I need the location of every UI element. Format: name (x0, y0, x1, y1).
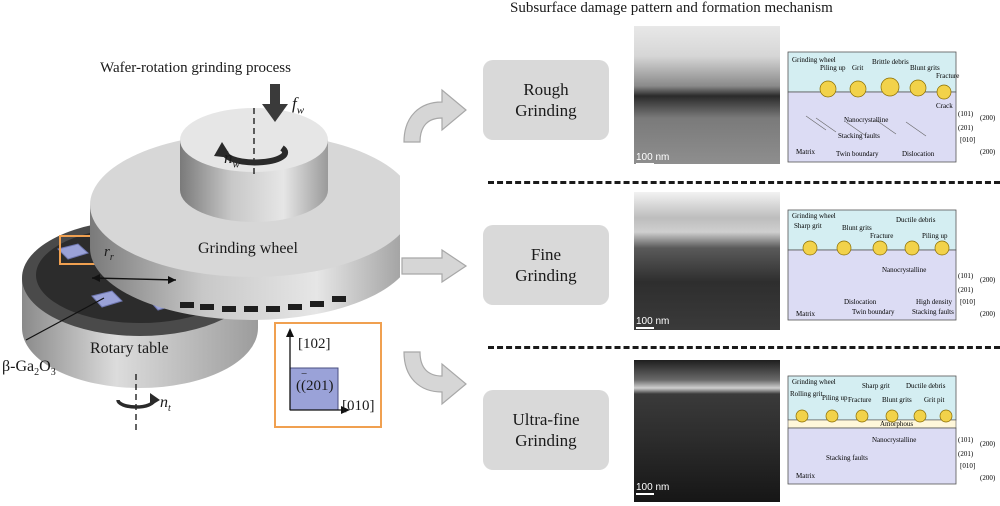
table-speed-label: nt (160, 394, 171, 415)
tem-image-ultrafine (634, 360, 780, 502)
scale-bar-rough: 100 nm (636, 152, 670, 165)
svg-text:(200): (200) (980, 276, 996, 284)
svg-text:(200): (200) (980, 474, 996, 482)
wheel-rotation-arrow (214, 142, 289, 166)
orientation-right-label: [010] (342, 398, 375, 414)
svg-text:Blunt grits: Blunt grits (910, 64, 940, 72)
svg-text:(200): (200) (980, 310, 996, 318)
tem-image-rough (634, 26, 780, 164)
svg-text:Rolling grit: Rolling grit (790, 390, 823, 398)
svg-text:(201): (201) (958, 450, 974, 458)
svg-text:(101): (101) (958, 436, 974, 444)
svg-text:Grinding wheel: Grinding wheel (792, 378, 836, 386)
svg-text:Grit: Grit (852, 64, 863, 72)
wheel-label: Grinding wheel (198, 240, 298, 257)
svg-text:Nanocrystalline: Nanocrystalline (872, 436, 916, 444)
damage-title: Subsurface damage pattern and formation … (510, 0, 833, 16)
table-rotation-arrow (116, 393, 160, 409)
feed-arrow (262, 84, 288, 122)
svg-text:Piling up: Piling up (922, 232, 948, 240)
svg-text:Grinding wheel: Grinding wheel (792, 212, 836, 220)
svg-text:(200): (200) (980, 114, 996, 122)
svg-text:Ductile debris: Ductile debris (906, 382, 946, 390)
svg-text:(101): (101) (958, 110, 974, 118)
svg-text:(201): (201) (958, 124, 974, 132)
svg-text:Matrix: Matrix (796, 472, 816, 480)
arrow-to-ultrafine (403, 351, 467, 406)
orientation-inset: [102] [010] (−(201) (274, 322, 382, 428)
separator-1 (488, 181, 1000, 184)
svg-text:Grit pit: Grit pit (924, 396, 944, 404)
svg-text:Dislocation: Dislocation (844, 298, 877, 306)
grinding-wheel (90, 108, 400, 320)
svg-text:Piling up: Piling up (822, 394, 848, 402)
grinding-setup-illustration (22, 84, 400, 430)
svg-text:Blunt grits: Blunt grits (882, 396, 912, 404)
svg-text:[010]: [010] (960, 136, 975, 144)
material-pointer (25, 297, 105, 341)
scale-bar-ultrafine: 100 nm (636, 482, 670, 495)
arrow-to-fine (401, 248, 468, 284)
schematic-fine: Grinding wheel Sharp grit Blunt grits Du… (787, 209, 996, 321)
svg-text:Amorphous: Amorphous (880, 420, 913, 428)
svg-text:Ductile debris: Ductile debris (896, 216, 936, 224)
svg-text:Brittle debris: Brittle debris (872, 58, 909, 66)
scale-bar-fine: 100 nm (636, 316, 670, 329)
svg-text:Nanocrystalline: Nanocrystalline (882, 266, 926, 274)
svg-text:(200): (200) (980, 148, 996, 156)
wheel-speed-label: nw (224, 148, 240, 171)
radius-arrow (91, 274, 177, 284)
svg-text:Stacking faults: Stacking faults (838, 132, 880, 140)
table-label: Rotary table (90, 340, 169, 357)
svg-text:Blunt grits: Blunt grits (842, 224, 872, 232)
svg-text:Twin boundary: Twin boundary (852, 308, 895, 316)
svg-text:Nanocrystalline: Nanocrystalline (844, 116, 888, 124)
feed-label: fw (292, 94, 305, 117)
schematic-rough: Grinding wheel Piling up Grit Brittle de… (787, 51, 996, 163)
svg-text:(201): (201) (958, 286, 974, 294)
arrow-to-rough (403, 88, 467, 143)
svg-text:Matrix: Matrix (796, 310, 816, 318)
svg-text:Sharp grit: Sharp grit (794, 222, 822, 230)
orientation-up-label: [102] (298, 336, 331, 352)
separator-2 (488, 346, 1000, 349)
svg-text:Crack: Crack (936, 102, 953, 110)
svg-text:High density: High density (916, 298, 952, 306)
svg-text:(101): (101) (958, 272, 974, 280)
tem-image-fine (634, 192, 780, 330)
crystal-face-square (289, 367, 339, 411)
material-label: β-Ga2O3 (2, 358, 56, 379)
svg-text:Twin boundary: Twin boundary (836, 150, 879, 158)
svg-text:Grinding wheel: Grinding wheel (792, 56, 836, 64)
svg-text:Matrix: Matrix (796, 148, 816, 156)
orientation-face-label: (−(201) (296, 368, 334, 394)
svg-text:Fracture: Fracture (870, 232, 893, 240)
process-title: Wafer-rotation grinding process (100, 60, 291, 76)
svg-text:(200): (200) (980, 440, 996, 448)
schematic-ultrafine: Grinding wheel Rolling grit Piling up Sh… (787, 375, 996, 485)
svg-text:Sharp grit: Sharp grit (862, 382, 890, 390)
radius-label: rr (104, 244, 114, 263)
svg-text:Piling up: Piling up (820, 64, 846, 72)
svg-text:[010]: [010] (960, 462, 975, 470)
flow-arrows (401, 88, 468, 406)
svg-text:Fracture: Fracture (848, 396, 871, 404)
svg-text:Dislocation: Dislocation (902, 150, 935, 158)
svg-text:Stacking faults: Stacking faults (826, 454, 868, 462)
svg-text:[010]: [010] (960, 298, 975, 306)
svg-text:Fracture: Fracture (936, 72, 959, 80)
svg-text:Stacking faults: Stacking faults (912, 308, 954, 316)
